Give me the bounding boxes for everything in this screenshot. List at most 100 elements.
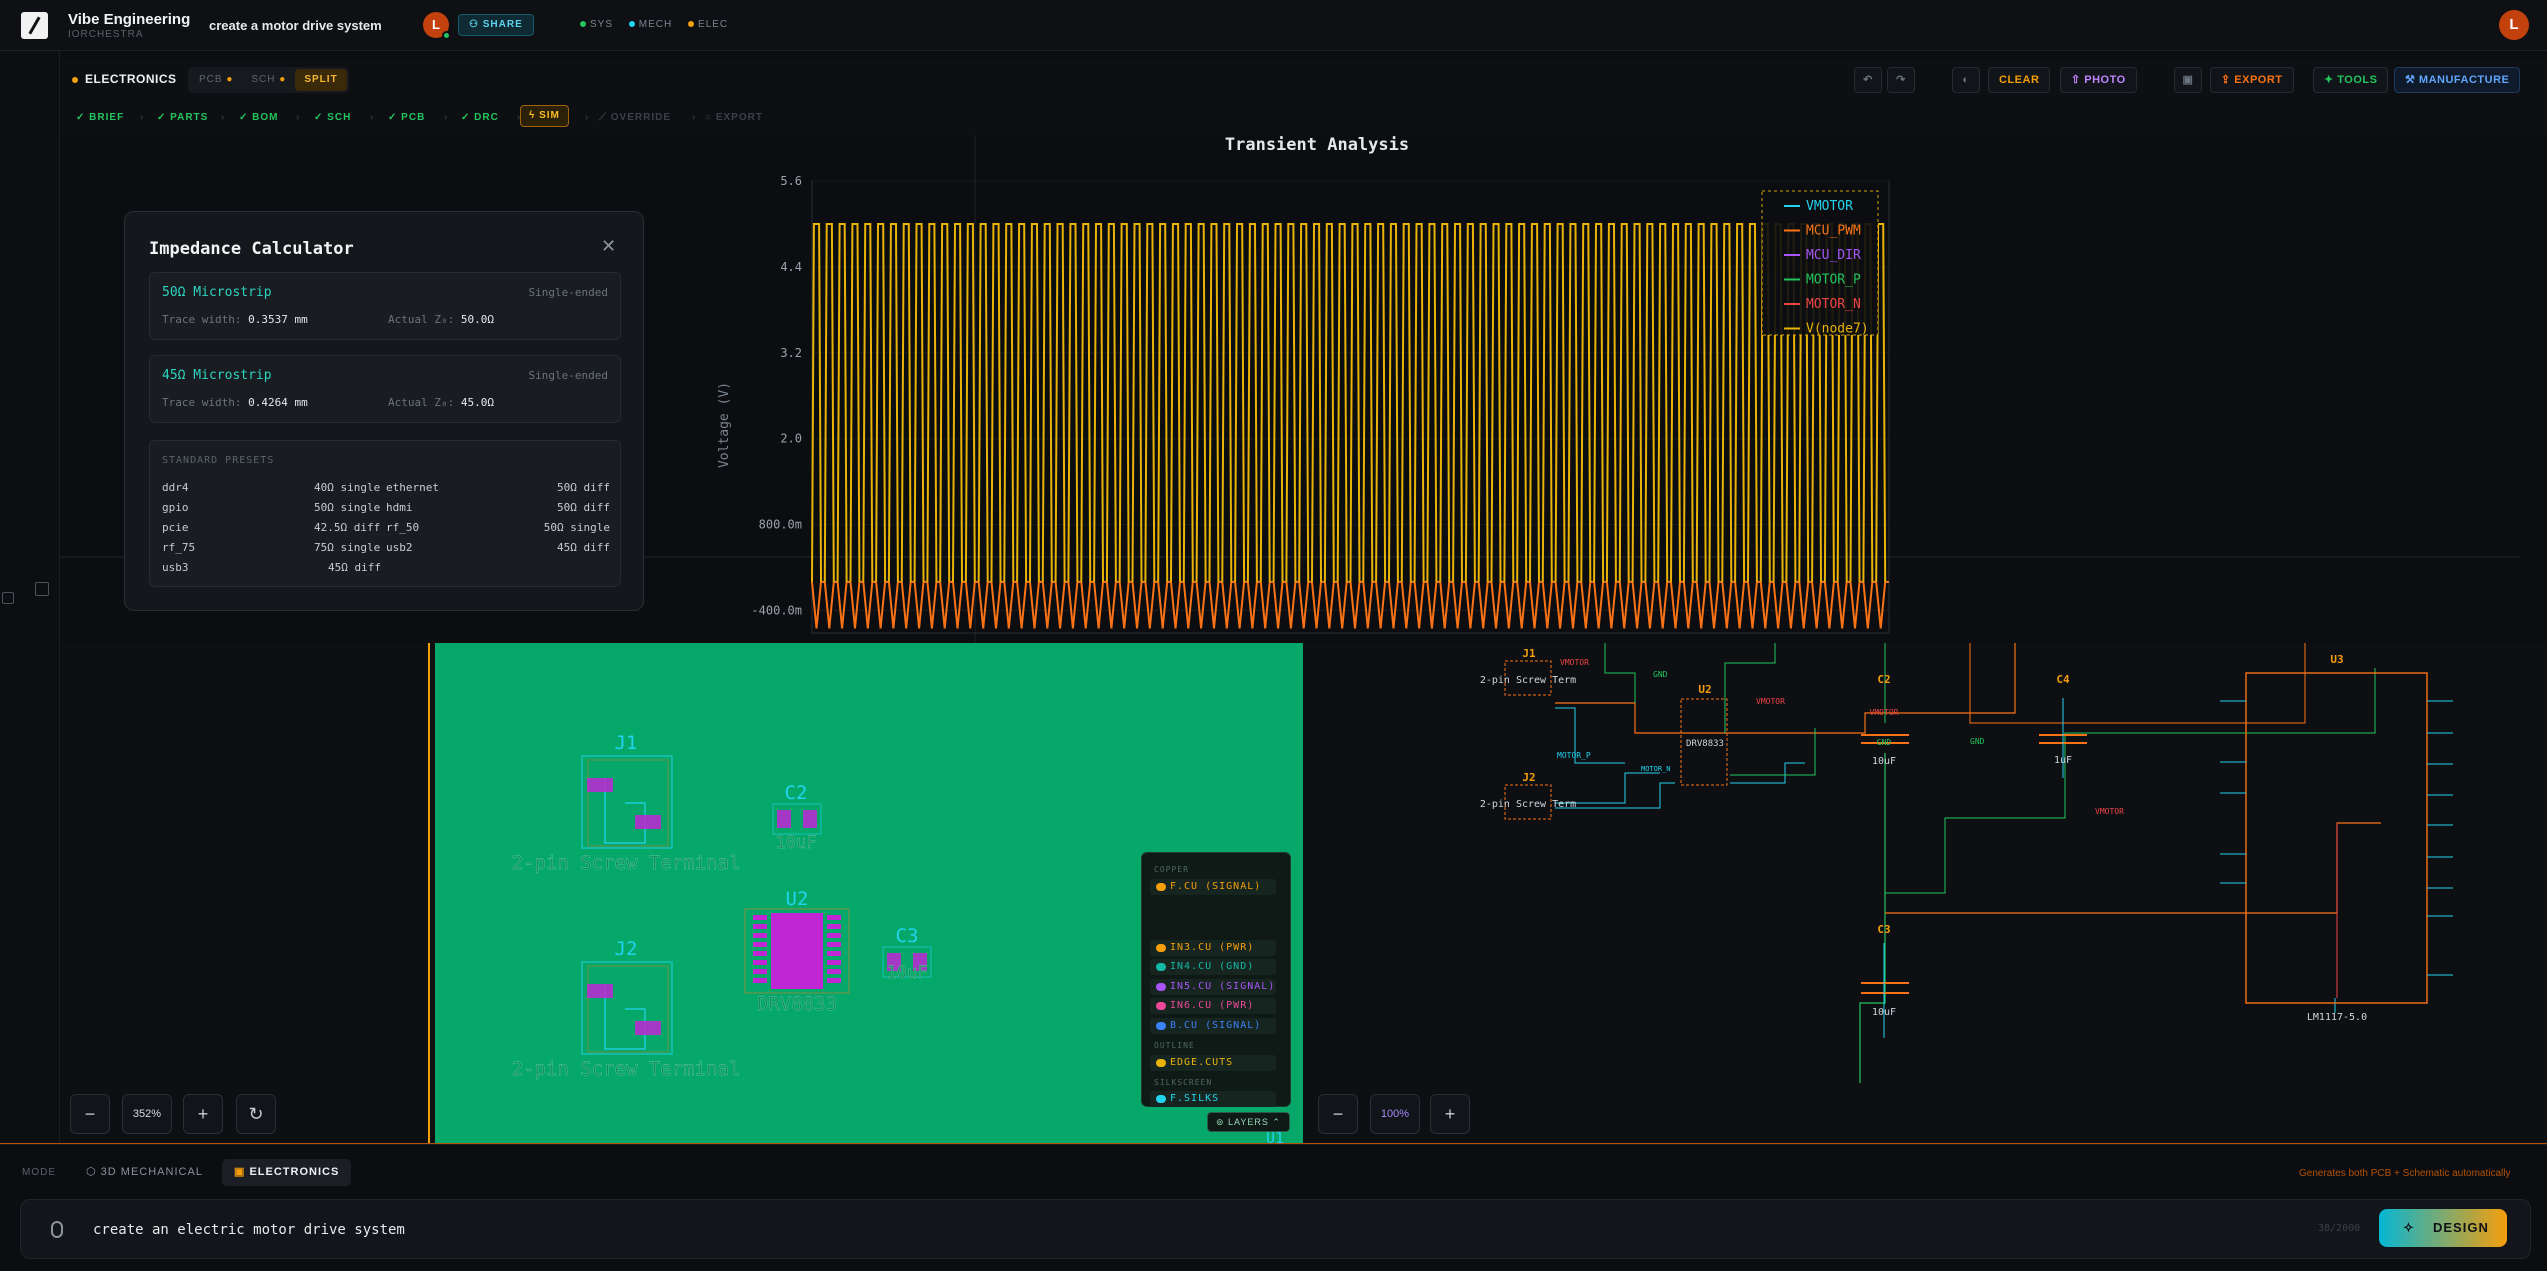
presets-header: STANDARD PRESETS <box>162 455 275 466</box>
sch-net-gnd-3: GND <box>1970 737 1985 746</box>
trace-width: Trace width: 0.4264 mm <box>162 396 308 409</box>
view-sch[interactable]: SCH ● <box>251 74 287 85</box>
status-elec: ELEC <box>688 19 728 30</box>
layer-in6[interactable]: IN6.CU (PWR) <box>1150 998 1276 1014</box>
photo-button[interactable]: ⇧ PHOTO <box>2060 67 2137 93</box>
step-brief[interactable]: ✓ BRIEF <box>76 112 125 123</box>
j1-ref: J1 <box>615 732 638 754</box>
u2-pad <box>753 924 767 929</box>
layer-group-silk: SILKSCREEN <box>1154 1078 1213 1087</box>
design-button[interactable]: ✧DESIGN <box>2379 1209 2507 1247</box>
impedance-card-45[interactable]: 45Ω Microstrip Single-ended Trace width:… <box>149 355 621 423</box>
sch-j2-value: 2-pin Screw Term <box>1480 799 1576 810</box>
step-export[interactable]: ○ EXPORT <box>705 112 763 123</box>
view-switcher: PCB ● SCH ● SPLIT <box>188 67 349 93</box>
u2-pad <box>827 978 841 983</box>
pcb-canvas[interactable]: J1 2-pin Screw Terminal J2 2-pin Screw T… <box>435 643 1303 1144</box>
step-parts[interactable]: ✓ PARTS <box>157 112 209 123</box>
step-pcb[interactable]: ✓ PCB <box>388 112 426 123</box>
system-status: SYS MECH ELEC <box>580 19 740 30</box>
close-icon[interactable]: ✕ <box>601 236 617 256</box>
layout-icon[interactable]: ▣ <box>2174 67 2202 93</box>
step-drc[interactable]: ✓ DRC <box>461 112 499 123</box>
schematic-canvas[interactable]: J1 2-pin Screw Term VMOTOR J2 2-pin Scre… <box>1305 643 2547 1144</box>
sch-u3: U3 <box>2330 653 2343 666</box>
sch-u2-value: DRV8833 <box>1686 739 1724 749</box>
left-rail <box>0 51 60 1144</box>
c3-value: 10uF <box>887 963 928 983</box>
actual-impedance: Actual Z₀: 50.0Ω <box>388 313 494 326</box>
layer-bcu[interactable]: B.CU (SIGNAL) <box>1150 1018 1276 1034</box>
layer-fcu[interactable]: F.CU (SIGNAL) <box>1150 879 1276 895</box>
step-override[interactable]: ⟋ OVERRIDE <box>599 112 672 123</box>
sch-net-gnd: GND <box>1653 670 1668 679</box>
redo-icon[interactable]: ↷ <box>1887 67 1915 93</box>
layer-in5[interactable]: IN5.CU (SIGNAL) <box>1150 979 1276 995</box>
tab-electronics[interactable]: ▣ ELECTRONICS <box>222 1159 352 1186</box>
transient-chart[interactable]: Transient Analysis Voltage (V) 5.64.43.2… <box>60 135 2547 643</box>
sch-net-vmotor: VMOTOR <box>1560 658 1589 667</box>
layer-in3[interactable]: IN3.CU (PWR) <box>1150 940 1276 956</box>
sch-zoom-out-button[interactable]: − <box>1318 1094 1358 1134</box>
online-dot <box>442 31 451 40</box>
theme-icon[interactable]: ◐ <box>1952 67 1980 93</box>
clear-button[interactable]: CLEAR <box>1988 67 2051 93</box>
layer-edge[interactable]: EDGE.CUTS <box>1150 1055 1276 1071</box>
u2-pad <box>827 915 841 920</box>
sch-zoom-in-button[interactable]: + <box>1430 1094 1470 1134</box>
zoom-in-button[interactable]: + <box>183 1094 223 1134</box>
view-pcb[interactable]: PCB ● <box>199 74 234 85</box>
panel-toggle-icon[interactable] <box>35 582 49 596</box>
app-logo[interactable] <box>21 12 48 39</box>
u2-pad <box>753 933 767 938</box>
step-bom[interactable]: ✓ BOM <box>239 112 279 123</box>
card-name: 50Ω Microstrip <box>162 285 272 300</box>
schematic-view[interactable]: J1 2-pin Screw Term VMOTOR J2 2-pin Scre… <box>1305 643 2547 1144</box>
layer-in4[interactable]: IN4.CU (GND) <box>1150 959 1276 975</box>
legend-entry: MOTOR_P <box>1806 273 1861 288</box>
export-button[interactable]: ⇪ EXPORT <box>2210 67 2294 93</box>
project-name[interactable]: create a motor drive system <box>209 18 382 33</box>
share-label: SHARE <box>482 19 523 30</box>
sidebar-icon[interactable] <box>2 592 14 604</box>
u2-ref: U2 <box>786 888 809 910</box>
tab-3d-mechanical[interactable]: ⬡ 3D MECHANICAL <box>86 1166 203 1178</box>
sch-net-gnd-2: GND <box>1877 738 1892 747</box>
view-split[interactable]: SPLIT <box>295 69 347 91</box>
layer-fsilk[interactable]: F.SILKS <box>1150 1091 1276 1107</box>
tools-button[interactable]: ✦ TOOLS <box>2313 67 2389 93</box>
manufacture-button[interactable]: ⚒ MANUFACTURE <box>2394 67 2521 93</box>
brand-subtitle: IORCHESTRA <box>68 29 144 40</box>
u2-pad <box>827 933 841 938</box>
sch-c4-value: 1uF <box>2054 755 2072 766</box>
zoom-out-button[interactable]: − <box>70 1094 110 1134</box>
layers-button[interactable]: ⊚ LAYERS ⌃ <box>1207 1112 1290 1132</box>
u2-pad <box>753 951 767 956</box>
sch-net-vmotor-3: VMOTOR <box>1870 708 1899 717</box>
mode-label: MODE <box>22 1167 56 1178</box>
j1-value: 2-pin Screw Terminal <box>512 852 741 874</box>
sch-c2: C2 <box>1877 673 1890 686</box>
workflow-steps: ✓ BRIEF › ✓ PARTS › ✓ BOM › ✓ SCH › ✓ PC… <box>60 99 2547 135</box>
undo-icon[interactable]: ↶ <box>1854 67 1882 93</box>
prompt-input[interactable] <box>93 1218 2193 1242</box>
user-avatar[interactable]: L <box>2499 10 2529 40</box>
u2-pad <box>753 978 767 983</box>
sch-j2: J2 <box>1522 771 1535 784</box>
u2-pad <box>827 942 841 947</box>
char-counter: 38/2000 <box>2318 1223 2361 1234</box>
share-button[interactable]: ⚇ SHARE <box>458 14 534 36</box>
pcb-zoom-level: 352% <box>122 1094 172 1134</box>
collaborator-avatar[interactable]: L <box>423 12 451 40</box>
reset-view-button[interactable]: ↻ <box>236 1094 276 1134</box>
legend-entry: MCU_DIR <box>1806 248 1861 263</box>
microphone-icon[interactable] <box>51 1221 63 1238</box>
step-sim[interactable]: ϟ SIM <box>520 105 569 127</box>
impedance-card-50[interactable]: 50Ω Microstrip Single-ended Trace width:… <box>149 272 621 340</box>
step-sch[interactable]: ✓ SCH <box>314 112 352 123</box>
